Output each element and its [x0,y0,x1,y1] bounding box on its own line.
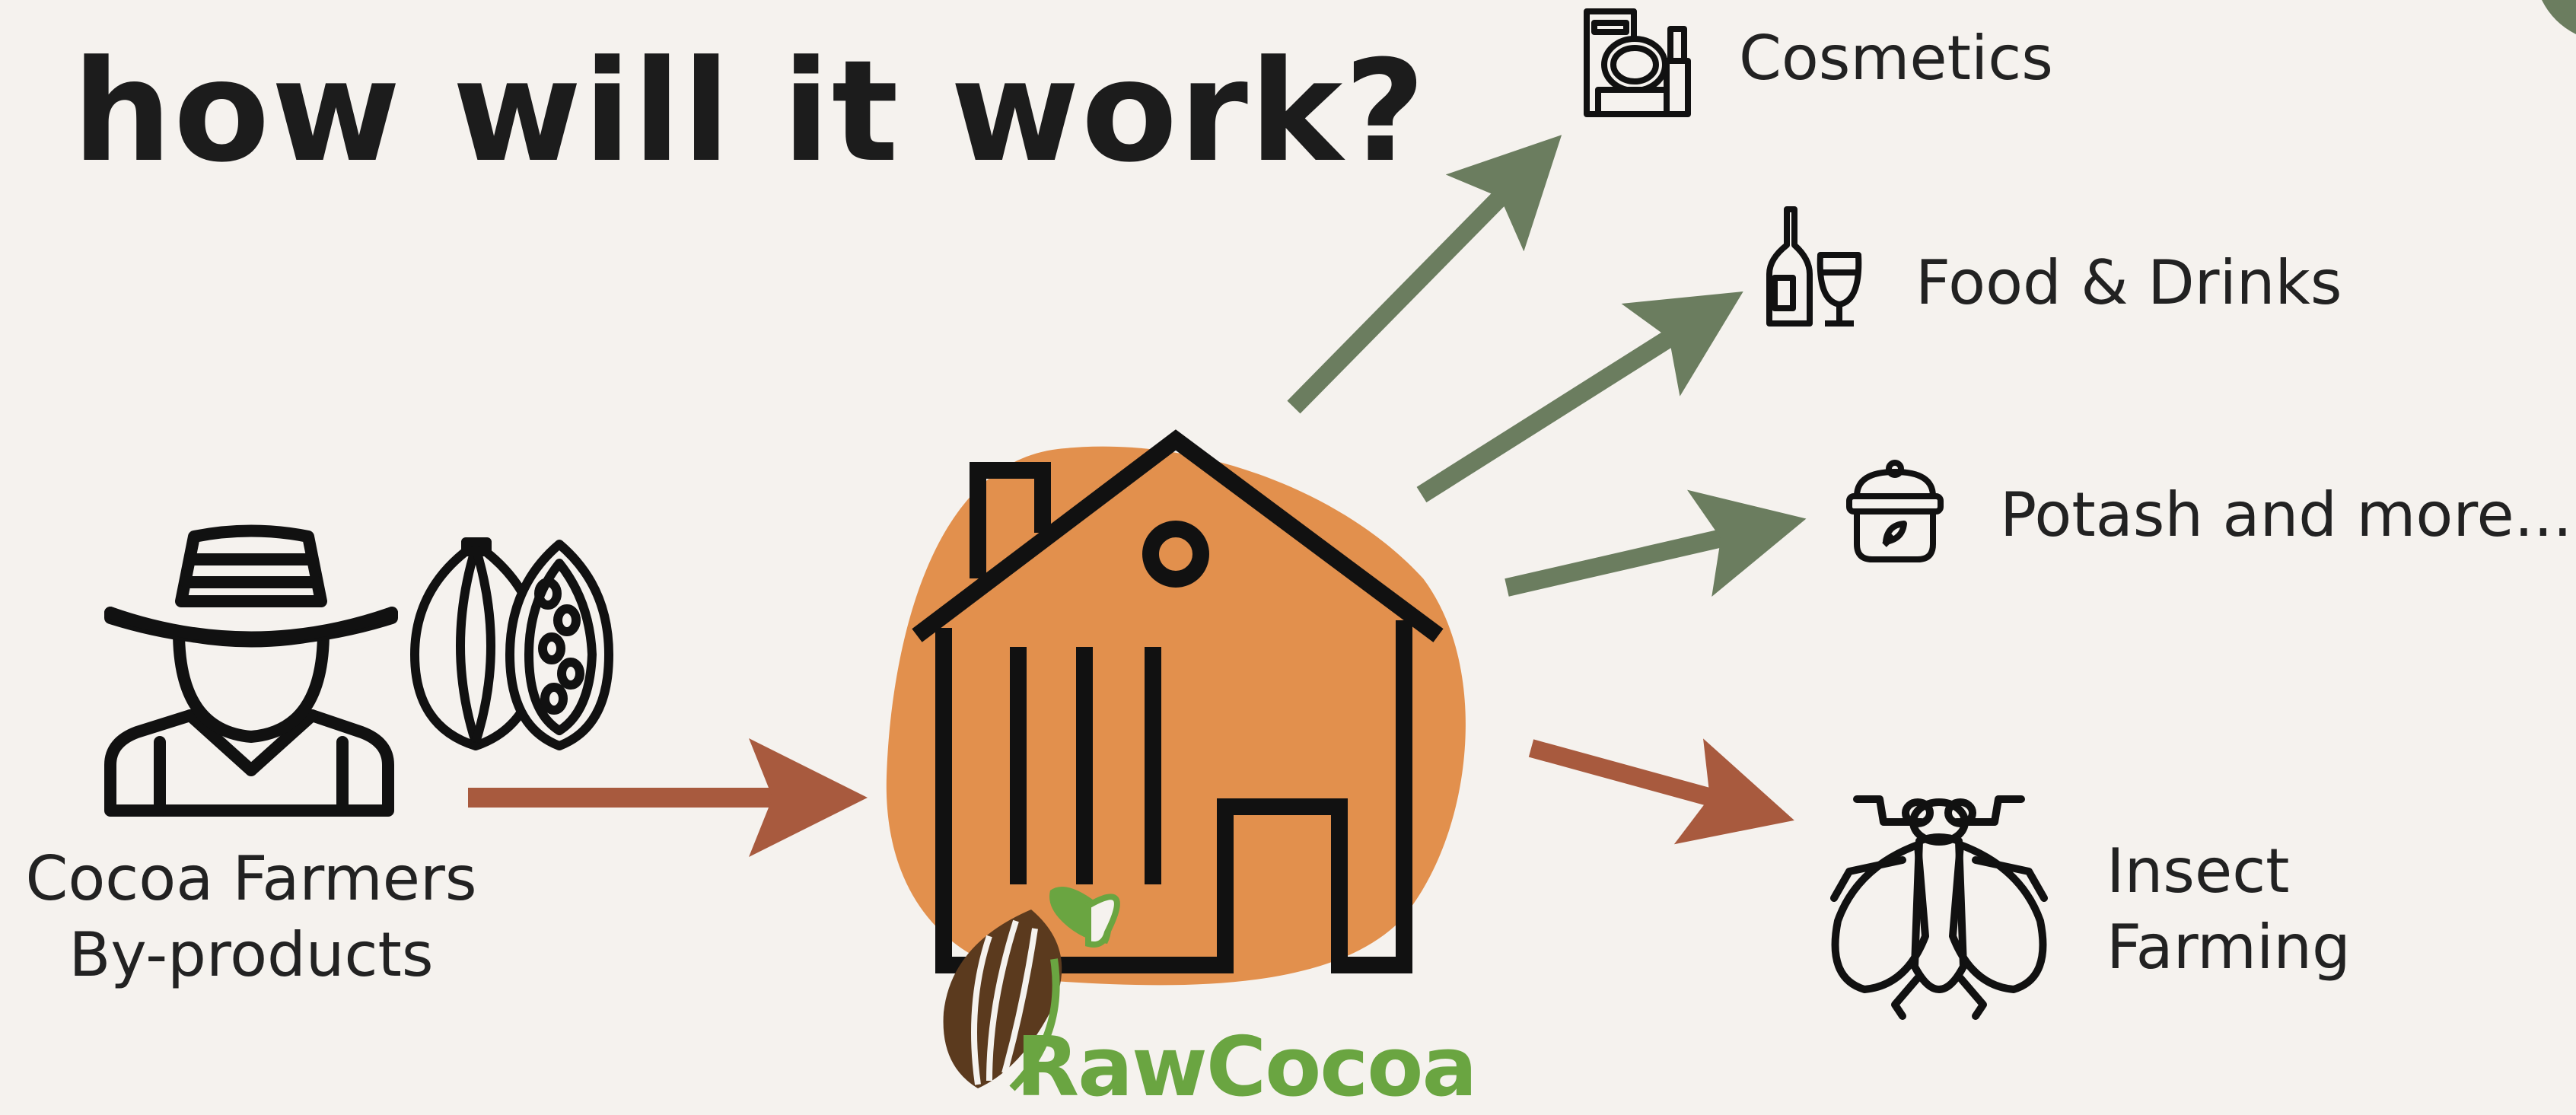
corner-leaf-decoration [2542,0,2576,34]
brand-name: RawCocoa [1016,1020,1477,1115]
wine-bottle-icon [1766,206,1862,327]
source-label-line1: Cocoa Farmers [25,843,477,914]
source-label-line2: By-products [68,919,434,990]
output-label-food-drinks: Food & Drinks [1915,247,2342,318]
farmer-icon [104,524,398,817]
hub-blob [886,446,1466,986]
source-label: Cocoa Farmers By-products [0,841,502,993]
cosmetics-icon [1584,8,1691,117]
fly-icon [1830,795,2048,1020]
arrow-hub-to-potash [1505,489,1807,597]
page-title: how will it work? [72,30,1428,193]
jar-icon [1846,460,1944,562]
rawcocoa-logo-icon [943,887,1120,1091]
arrow-hub-to-cosmetics [1287,135,1562,414]
output-label-insect-line1: Insect [2106,836,2290,906]
output-label-insect-farming: Insect Farming [2106,833,2351,986]
arrow-hub-to-insects [1528,738,1794,845]
output-label-cosmetics: Cosmetics [1739,23,2053,94]
arrow-hub-to-food [1416,291,1743,503]
output-label-potash: Potash and more... [2000,479,2572,550]
cocoa-pod-icon [410,537,613,750]
output-label-insect-line2: Farming [2106,912,2351,983]
